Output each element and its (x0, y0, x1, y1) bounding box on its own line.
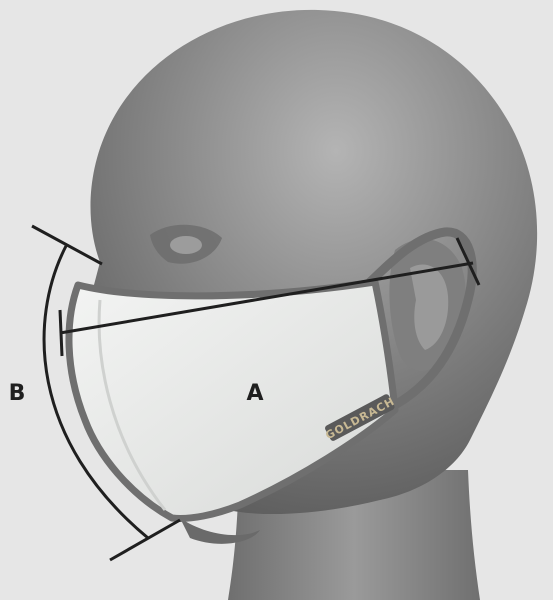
eye (170, 236, 202, 254)
measure-cap-a-left (60, 310, 62, 356)
dimension-label-b: B (9, 381, 26, 406)
dimension-label-a: A (246, 381, 263, 406)
measure-cap-b-bottom (110, 520, 180, 560)
measure-cap-b-top (32, 226, 102, 264)
